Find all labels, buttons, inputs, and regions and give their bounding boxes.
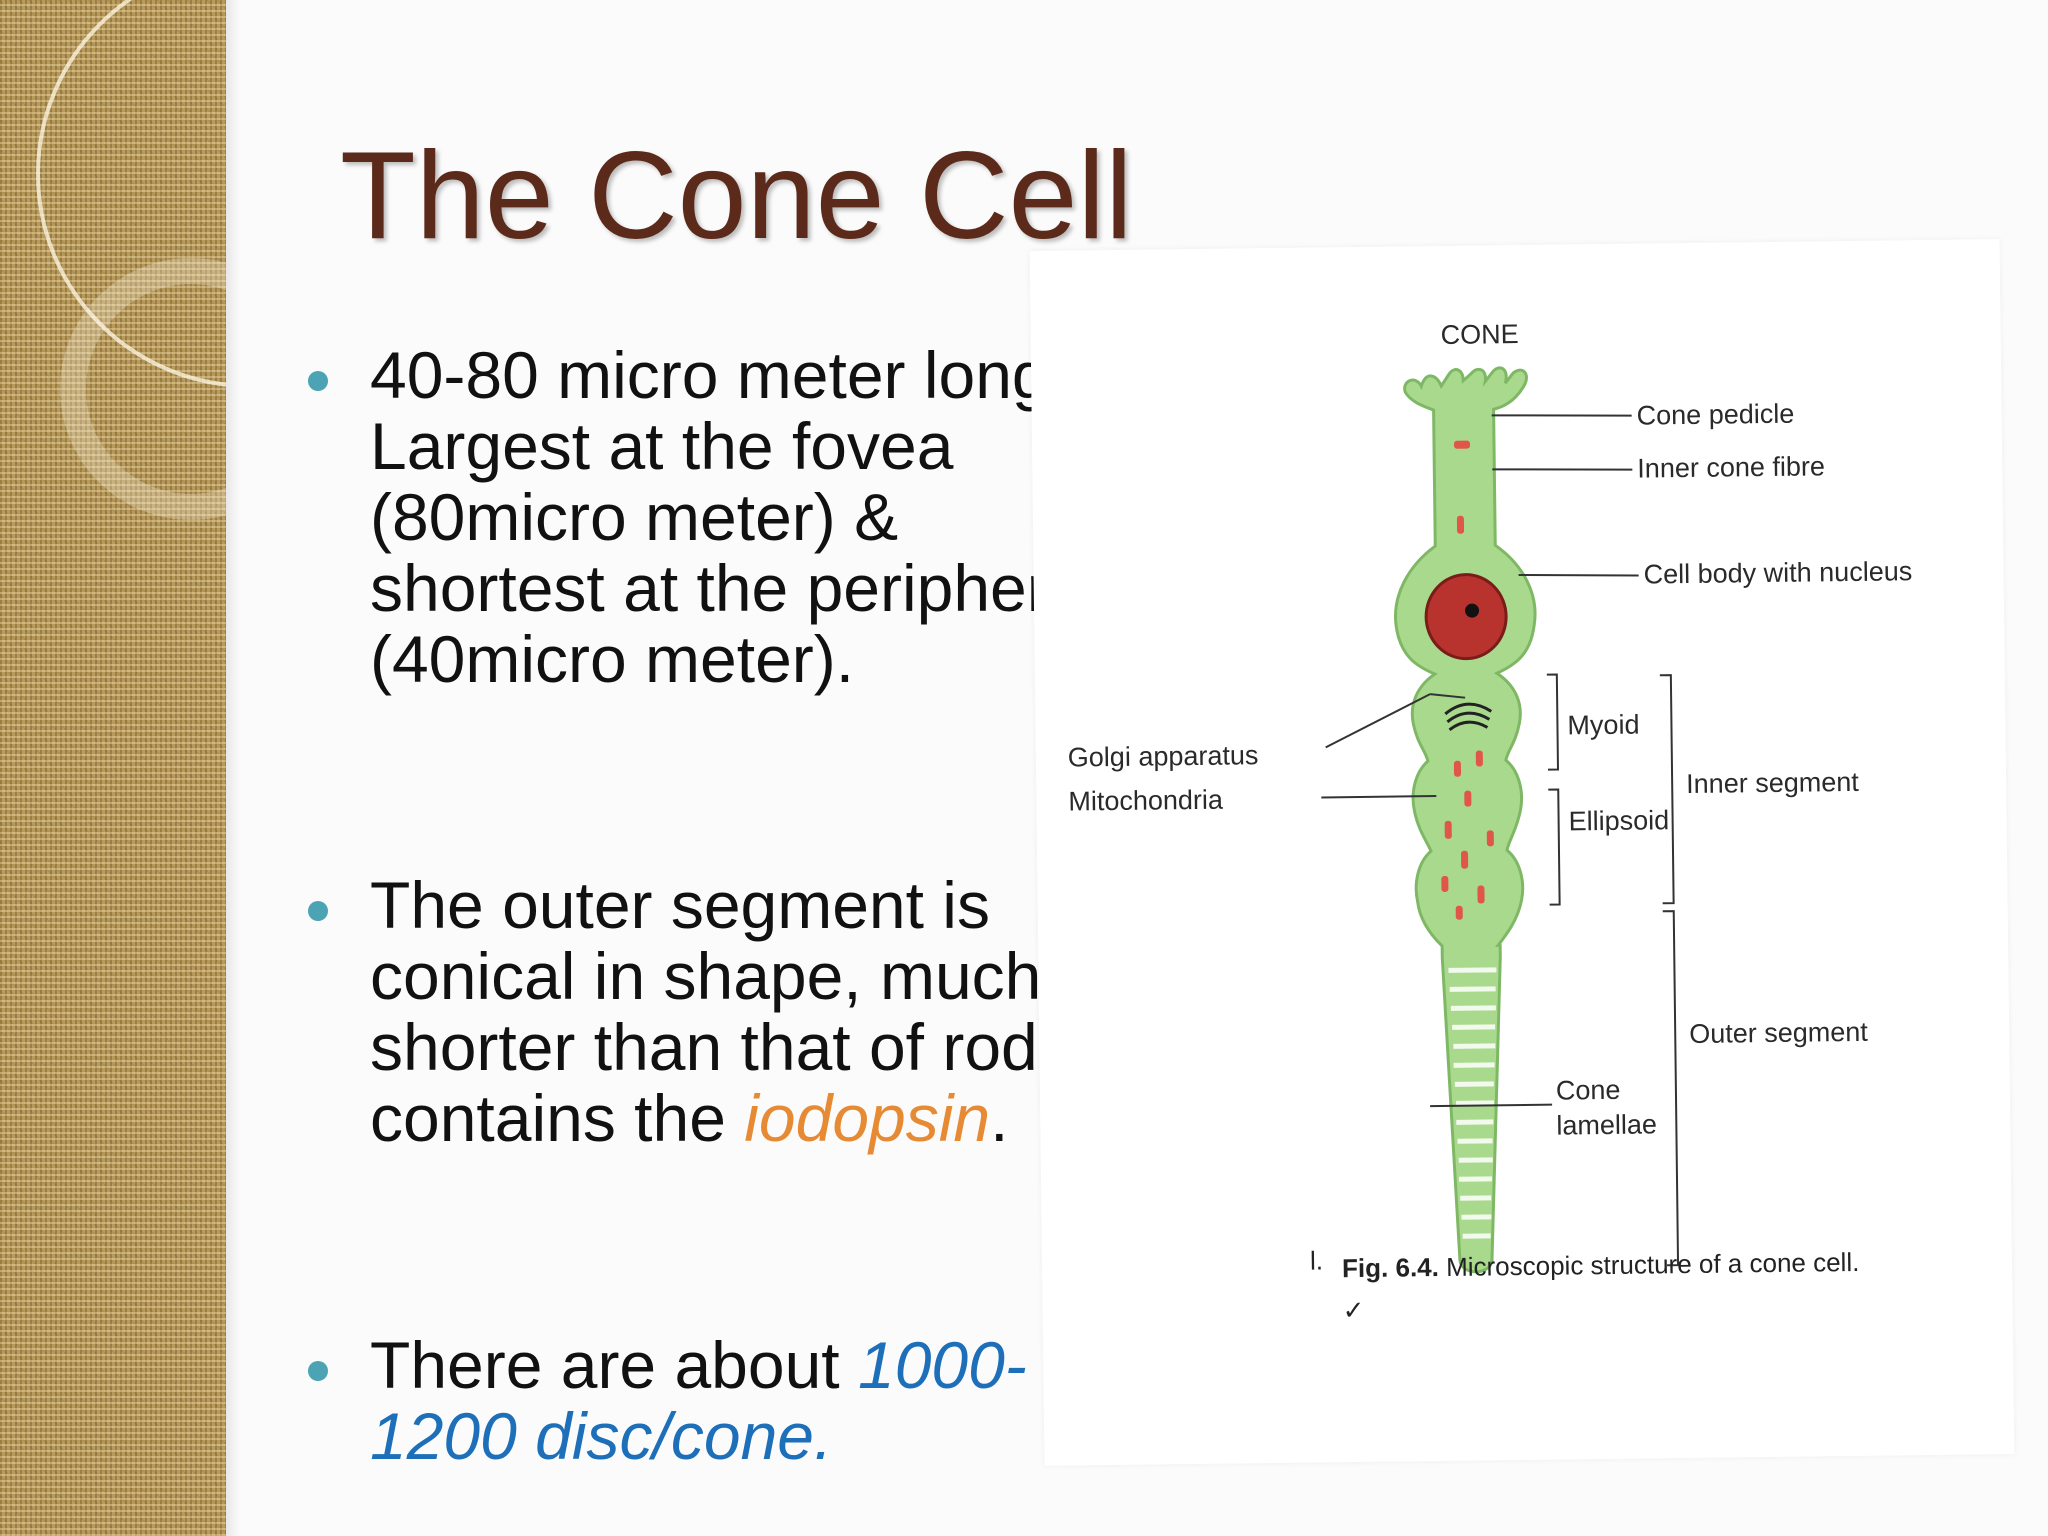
label-cone-lamellae: lamellae [1556, 1109, 1657, 1140]
cone-cell-diagram: CONE [1068, 319, 1913, 1325]
label-cone-pedicle: Cone pedicle [1636, 399, 1794, 431]
label-cell-body: Cell body with nucleus [1643, 556, 1912, 589]
leader-lines [1321, 414, 1639, 1108]
bullet-dot-icon [308, 901, 328, 921]
mitochondria-icon [1441, 440, 1494, 920]
segment-brackets [1546, 673, 1680, 1267]
label-inner-cone-fibre: Inner cone fibre [1637, 451, 1825, 483]
sidebar-shadow [226, 0, 240, 1536]
bullet-text: 40-80 micro meter long. Largest at the f… [370, 338, 1082, 696]
caption-bold: Fig. 6.4. [1342, 1252, 1439, 1283]
cone-cell-figure: CONE [1029, 239, 2015, 1466]
bullet-text: The outer segment is conical in shape, m… [370, 870, 1120, 1154]
bullet-text-part: The outer segment is conical in shape, m… [370, 868, 1101, 1155]
stray-mark: l. [1310, 1245, 1323, 1275]
bullet-dot-icon [308, 371, 328, 391]
label-myoid: Myoid [1567, 710, 1639, 741]
bullet-item: The outer segment is conical in shape, m… [300, 870, 1120, 1154]
bullet-item: There are about 1000-1200 disc/cone. [300, 1330, 1120, 1472]
label-inner-segment: Inner segment [1686, 767, 1859, 799]
burlap-sidebar [0, 0, 226, 1536]
iodopsin-highlight: iodopsin [744, 1081, 991, 1155]
label-cone-lamellae: Cone [1556, 1075, 1621, 1106]
nucleus-icon [1424, 573, 1508, 661]
nucleolus-icon [1465, 603, 1480, 618]
disc-count-highlight: 1000-1200 disc/cone. [370, 1328, 1027, 1473]
figure-caption: Fig. 6.4. Microscopic structure of a con… [1342, 1247, 1860, 1283]
slide-title: The Cone Cell [340, 127, 1133, 265]
check-mark: ✓ [1342, 1295, 1364, 1325]
label-outer-segment: Outer segment [1689, 1017, 1868, 1049]
cone-lamellae-icon [1448, 967, 1497, 1239]
bullet-text-part: There are about [370, 1328, 858, 1402]
cone-cell-body-shape [1394, 366, 1537, 1274]
bullet-text-part: . [990, 1081, 1009, 1155]
label-ellipsoid: Ellipsoid [1568, 805, 1669, 836]
label-golgi: Golgi apparatus [1068, 740, 1259, 772]
label-mitochondria: Mitochondria [1068, 785, 1224, 817]
bullet-text: There are about 1000-1200 disc/cone. [370, 1330, 1120, 1472]
golgi-icon [1444, 702, 1493, 716]
bullet-item: 40-80 micro meter long. Largest at the f… [300, 340, 1120, 695]
caption-text: Microscopic structure of a cone cell. [1439, 1247, 1860, 1282]
figure-heading: CONE [1440, 319, 1518, 350]
bullet-dot-icon [308, 1361, 328, 1381]
